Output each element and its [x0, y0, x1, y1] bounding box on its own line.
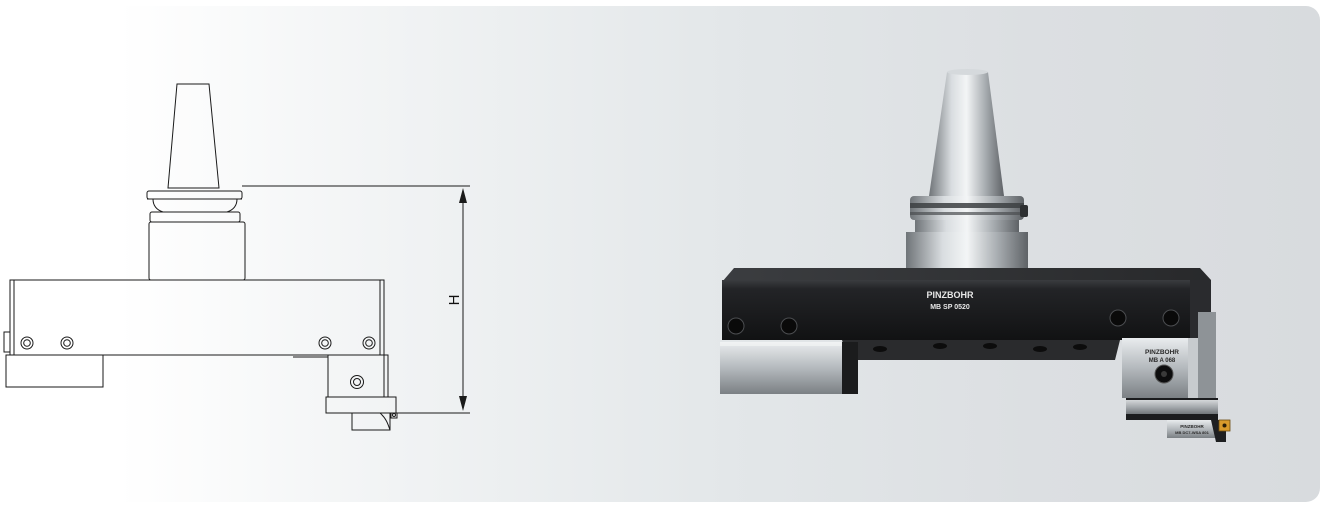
photo-body-brand: PINZBOHR — [927, 290, 975, 300]
gradient-background-panel — [0, 6, 1320, 502]
photo-cartridge-brand: PINZBOHR — [1145, 349, 1179, 356]
photo-insert-holder — [1167, 420, 1215, 438]
photo-holder-model: MB DC7-WSA 801 — [1175, 430, 1209, 435]
photo-body-model: MB SP 0520 — [930, 304, 970, 311]
drawing-taper-cone — [167, 83, 220, 189]
dimension-arrow-top — [459, 188, 467, 203]
photo-shank — [906, 232, 1028, 274]
drawing-left-slide — [5, 354, 104, 388]
photo-black-body — [722, 280, 1190, 340]
photo-holder-brand: PINZBOHR — [1180, 424, 1204, 429]
dimension-label-h: H — [446, 295, 463, 306]
drawing-main-body — [9, 279, 385, 356]
dimension-arrow-bottom — [459, 396, 467, 411]
photo-cartridge-model: MB A 068 — [1149, 358, 1176, 364]
photo-left-slide — [720, 342, 842, 394]
photo-taper-cone — [929, 72, 1004, 196]
